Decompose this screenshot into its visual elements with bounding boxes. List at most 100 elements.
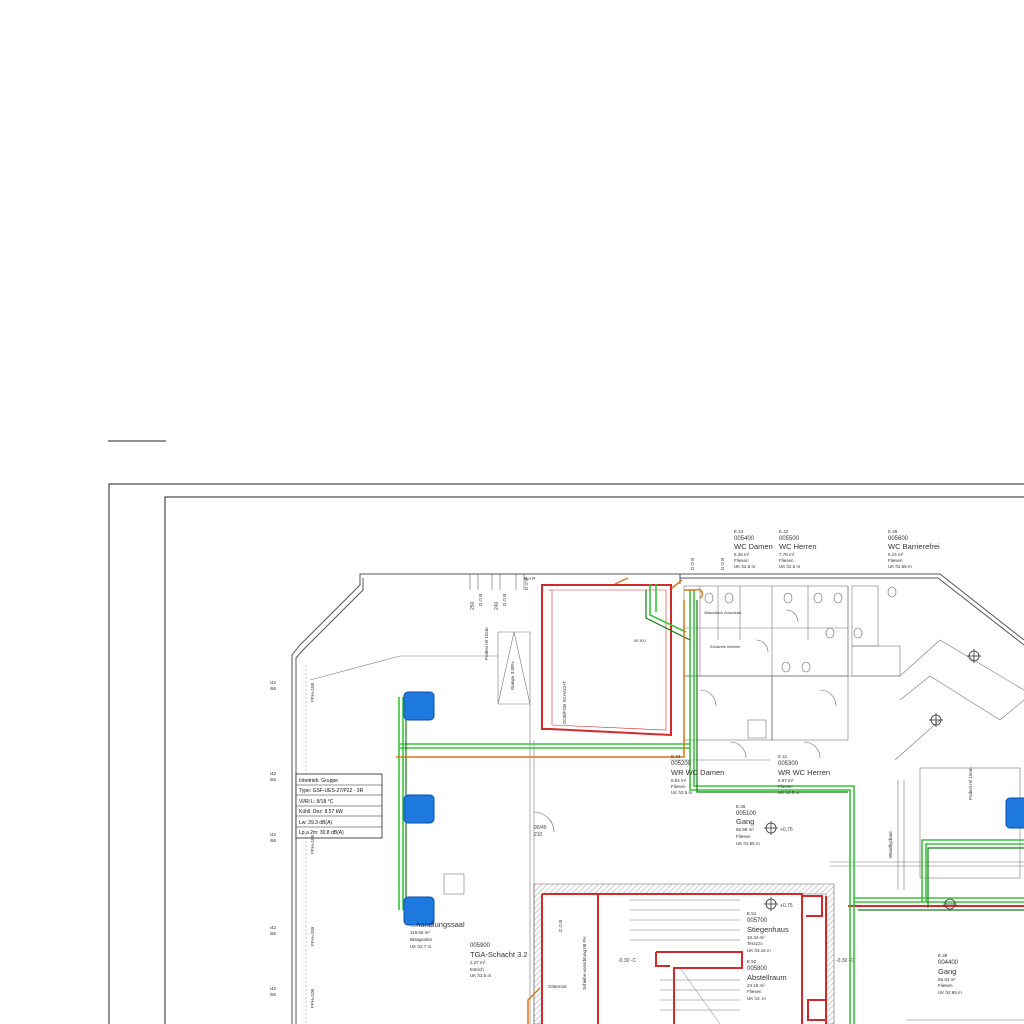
fph-label: FPH=100 bbox=[310, 926, 315, 946]
svg-text:005200: 005200 bbox=[671, 761, 692, 767]
fan-coil-unit bbox=[1005, 797, 1024, 829]
unit-note: 90 300 bbox=[634, 639, 646, 643]
svg-text:005800: 005800 bbox=[747, 966, 768, 972]
dob-label: D O B bbox=[690, 558, 695, 570]
wall-mark: i42 bbox=[270, 680, 277, 685]
north-openings bbox=[469, 574, 525, 590]
room-label-e43: E.43 005200 WR WC Damen 6.84 m² Fliesen … bbox=[671, 754, 724, 795]
svg-text:UK h2.7 m: UK h2.7 m bbox=[410, 944, 432, 949]
svg-text:Fliesen: Fliesen bbox=[736, 834, 751, 839]
svg-text:...handlungssaal: ...handlungssaal bbox=[410, 920, 465, 929]
elevation-label: +0.75 bbox=[780, 903, 793, 909]
room-label-hall: ...handlungssaal 119.55 m² Belagsoiler U… bbox=[410, 920, 465, 949]
svg-text:Estrich: Estrich bbox=[470, 967, 484, 972]
svg-text:E.42: E.42 bbox=[779, 529, 789, 534]
svg-text:Terazzo: Terazzo bbox=[747, 941, 763, 946]
stair-red-zone bbox=[541, 893, 803, 1024]
svg-text:2.27 m²: 2.27 m² bbox=[470, 960, 486, 965]
svg-text:005100: 005100 bbox=[736, 811, 757, 817]
svg-text:E.41: E.41 bbox=[778, 754, 788, 759]
info-row: Vl/Rl L: 8/18 °C bbox=[299, 799, 334, 805]
fan-coil-unit bbox=[403, 794, 435, 824]
svg-text:WR WC Herren: WR WC Herren bbox=[778, 768, 830, 777]
sheet-outer-frame bbox=[108, 483, 1024, 1024]
corridor-walls bbox=[529, 704, 1024, 1024]
svg-text:WC Barrierefrei: WC Barrierefrei bbox=[888, 542, 940, 551]
elevation-label: -0.30 -C bbox=[618, 958, 636, 964]
elevation-label: +0.75 bbox=[780, 827, 793, 833]
wall-mark: i55 bbox=[270, 992, 277, 997]
svg-text:5.26 m²: 5.26 m² bbox=[734, 552, 750, 557]
svg-text:Fliesen: Fliesen bbox=[734, 558, 749, 563]
podest-label-east: Podest rel 10cm bbox=[968, 767, 973, 800]
svg-text:005600: 005600 bbox=[888, 536, 909, 542]
fan-coil-unit bbox=[403, 691, 435, 721]
abstell-red bbox=[802, 895, 827, 1024]
drain-pipes-orange bbox=[396, 577, 704, 1024]
svg-text:Fliesen: Fliesen bbox=[671, 784, 686, 789]
svg-text:UK h3.16 m: UK h3.16 m bbox=[747, 948, 771, 953]
ramp-label: Rampe 3.00% bbox=[510, 661, 515, 690]
svg-text:UK h2.65 m: UK h2.65 m bbox=[888, 564, 912, 569]
info-box: Inbetrieb. Gruppe Type: GSF-UES-27/P22 -… bbox=[295, 773, 383, 839]
wall-mark: i42 bbox=[270, 925, 277, 930]
svg-text:E.44: E.44 bbox=[734, 529, 744, 534]
fan-coil-unit bbox=[403, 896, 435, 926]
svg-text:005500: 005500 bbox=[779, 536, 800, 542]
wall-mark: i55 bbox=[270, 838, 277, 843]
rab-label: R A R bbox=[524, 576, 536, 581]
svg-text:E.43: E.43 bbox=[671, 754, 681, 759]
dob-label: D O B bbox=[720, 558, 725, 570]
info-row: Lp,a 2m: 30.8 dB(A) bbox=[299, 830, 344, 836]
red-zone-inner bbox=[548, 589, 667, 731]
svg-text:Stiegenhaus: Stiegenhaus bbox=[747, 925, 789, 934]
info-row: Type: GSF-UES-27/P22 - 3R bbox=[299, 788, 364, 794]
building-outline-north bbox=[680, 573, 1024, 646]
svg-text:Belagsoiler: Belagsoiler bbox=[410, 937, 433, 942]
svg-text:Fliesen: Fliesen bbox=[779, 558, 794, 563]
dim-label: 250 bbox=[470, 601, 476, 610]
wall-mark: i42 bbox=[270, 832, 277, 837]
room-label-e42: E.42 005500 WC Herren 7.76 m² Fliesen UK… bbox=[779, 529, 817, 569]
svg-text:WR WC Damen: WR WC Damen bbox=[671, 768, 724, 777]
svg-text:UK h2.5 m: UK h2.5 m bbox=[734, 564, 756, 569]
svg-text:Gang: Gang bbox=[938, 967, 956, 976]
wall-mark: i55 bbox=[270, 686, 277, 691]
cooling-pipes-green bbox=[398, 584, 1024, 1024]
svg-text:005900: 005900 bbox=[470, 943, 491, 949]
room-label-e44: E.44 005400 WC Damen 5.26 m² Fliesen UK … bbox=[734, 529, 773, 569]
podest-wall bbox=[309, 655, 498, 681]
stair-red-inner bbox=[655, 951, 743, 1024]
room-label-e52: E.52 005800 Abstellraum 23.19 m² Fliesen… bbox=[747, 959, 787, 1001]
wandhydrant-label: Wandhydrant bbox=[888, 831, 893, 858]
room-label-e38: E.38 004400 Gang 65.34 m² Fliesen UK h2.… bbox=[938, 953, 962, 995]
wall-mark: i55 bbox=[270, 777, 277, 782]
svg-text:005700: 005700 bbox=[747, 918, 768, 924]
hinweis-label: Waschtisch Anschluss bbox=[704, 611, 742, 615]
svg-text:E.38: E.38 bbox=[938, 953, 948, 958]
gitter-label: Gitterrost bbox=[548, 984, 567, 989]
svg-text:65.98 m²: 65.98 m² bbox=[736, 827, 754, 832]
svg-text:E.52: E.52 bbox=[747, 959, 757, 964]
hinweis-label: Kühlkreis Verteiler bbox=[710, 645, 741, 649]
svg-text:TGA-Schacht 3.2: TGA-Schacht 3.2 bbox=[470, 950, 528, 959]
svg-text:Gang: Gang bbox=[736, 817, 754, 826]
info-row: Inbetrieb. Gruppe bbox=[299, 778, 338, 784]
svg-text:UK h2.65 m: UK h2.65 m bbox=[736, 841, 760, 846]
svg-text:005300: 005300 bbox=[778, 761, 799, 767]
room-label-e41: E.41 005300 WR WC Herren 5.67 m² Fliesen… bbox=[778, 754, 830, 795]
elevation-markers bbox=[764, 649, 981, 911]
svg-text:WC Herren: WC Herren bbox=[779, 542, 817, 551]
wc-fixtures bbox=[533, 586, 897, 833]
sheet-inner-frame bbox=[164, 496, 1024, 1024]
fph-label: FPH=100 bbox=[310, 834, 315, 854]
svg-text:005400: 005400 bbox=[734, 536, 755, 542]
wall-mark: i42 bbox=[270, 771, 277, 776]
wall-mark: i42 bbox=[270, 986, 277, 991]
podest-label: Podest rel 10cm bbox=[484, 627, 489, 660]
svg-text:UK h2.5 m: UK h2.5 m bbox=[778, 790, 800, 795]
dob-label: D O B bbox=[502, 594, 507, 606]
svg-text:UK h3. m: UK h3. m bbox=[747, 996, 766, 1001]
svg-text:18.34 m²: 18.34 m² bbox=[747, 935, 765, 940]
svg-text:Fliesen: Fliesen bbox=[888, 558, 903, 563]
